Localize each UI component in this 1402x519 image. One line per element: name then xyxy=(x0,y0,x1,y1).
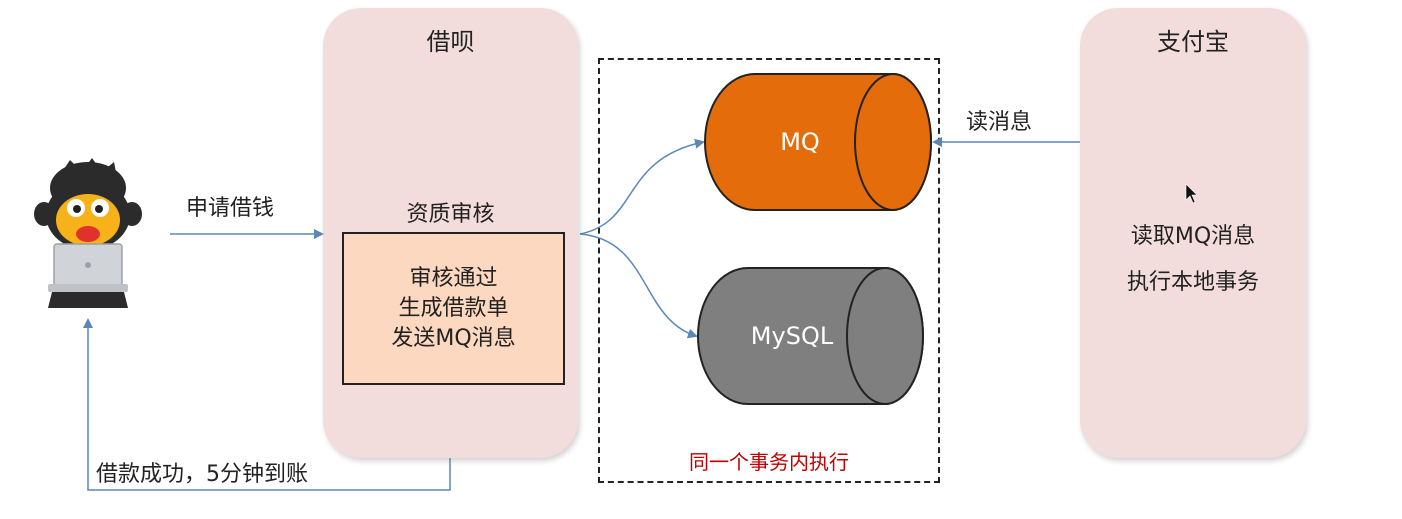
mysql-label: MySQL xyxy=(751,322,834,350)
review-label: 资质审核 xyxy=(406,202,495,227)
transaction-note: 同一个事务内执行 xyxy=(689,450,849,474)
read-message-label: 读消息 xyxy=(966,110,1033,135)
apply-label: 申请借钱 xyxy=(186,196,275,221)
mouse-cursor-icon xyxy=(1185,183,1198,204)
send-mq-arrow xyxy=(579,138,705,235)
alipay-title: 支付宝 xyxy=(1157,28,1229,56)
transaction-boundary xyxy=(598,58,940,483)
mysql-cylinder: MySQL xyxy=(697,267,924,405)
result-label: 借款成功，5分钟到账 xyxy=(96,462,308,487)
mq-cylinder: MQ xyxy=(704,73,932,211)
monkey-laptop-icon xyxy=(34,158,142,308)
review-result-box: 审核通过 生成借款单 发送MQ消息 xyxy=(342,232,565,385)
jiebei-title: 借呗 xyxy=(426,28,475,56)
box-line-approved: 审核通过 xyxy=(409,265,498,291)
box-line-create-order: 生成借款单 xyxy=(398,295,509,321)
box-line-send-mq: 发送MQ消息 xyxy=(391,325,516,351)
result-arrow xyxy=(83,318,451,491)
write-mysql-arrow xyxy=(579,233,698,339)
alipay-panel xyxy=(1080,8,1306,458)
alipay-line-local-tx: 执行本地事务 xyxy=(1126,270,1259,295)
mq-label: MQ xyxy=(780,128,820,156)
alipay-line-read-mq: 读取MQ消息 xyxy=(1130,224,1256,249)
